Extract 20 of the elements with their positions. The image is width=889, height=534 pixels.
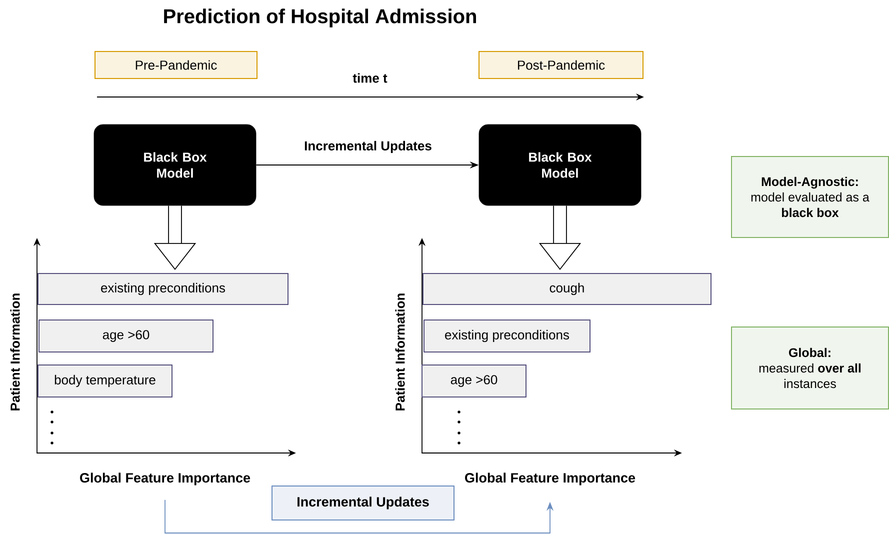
update-box: Incremental Updates [272,486,454,520]
model-box: Black Box Model [478,124,642,206]
feature-bar: cough [422,273,712,305]
note-box: Global: measured over all instances [731,326,889,410]
period-tag: Pre-Pandemic [94,51,258,79]
axis-title: Global Feature Importance [80,472,250,486]
axis-label: Patient Information [10,294,20,410]
period-tag: Post-Pandemic [478,51,644,79]
feature-bar: age >60 [422,364,526,398]
feature-bar: body temperature [38,364,172,398]
feature-bar: existing preconditions [424,320,590,352]
feature-bar: existing preconditions [38,273,288,305]
note-box: Model-Agnostic: model evaluated as a black box [731,156,889,238]
edge-label: Incremental Updates [303,140,433,154]
axis-title: Global Feature Importance [465,472,636,486]
axis-label: time t [352,73,388,83]
axis-label: Patient Information [395,294,405,410]
title: Prediction of Hospital Admission [164,8,476,28]
model-box: Black Box Model [94,124,256,206]
feature-bar: age >60 [38,320,214,352]
